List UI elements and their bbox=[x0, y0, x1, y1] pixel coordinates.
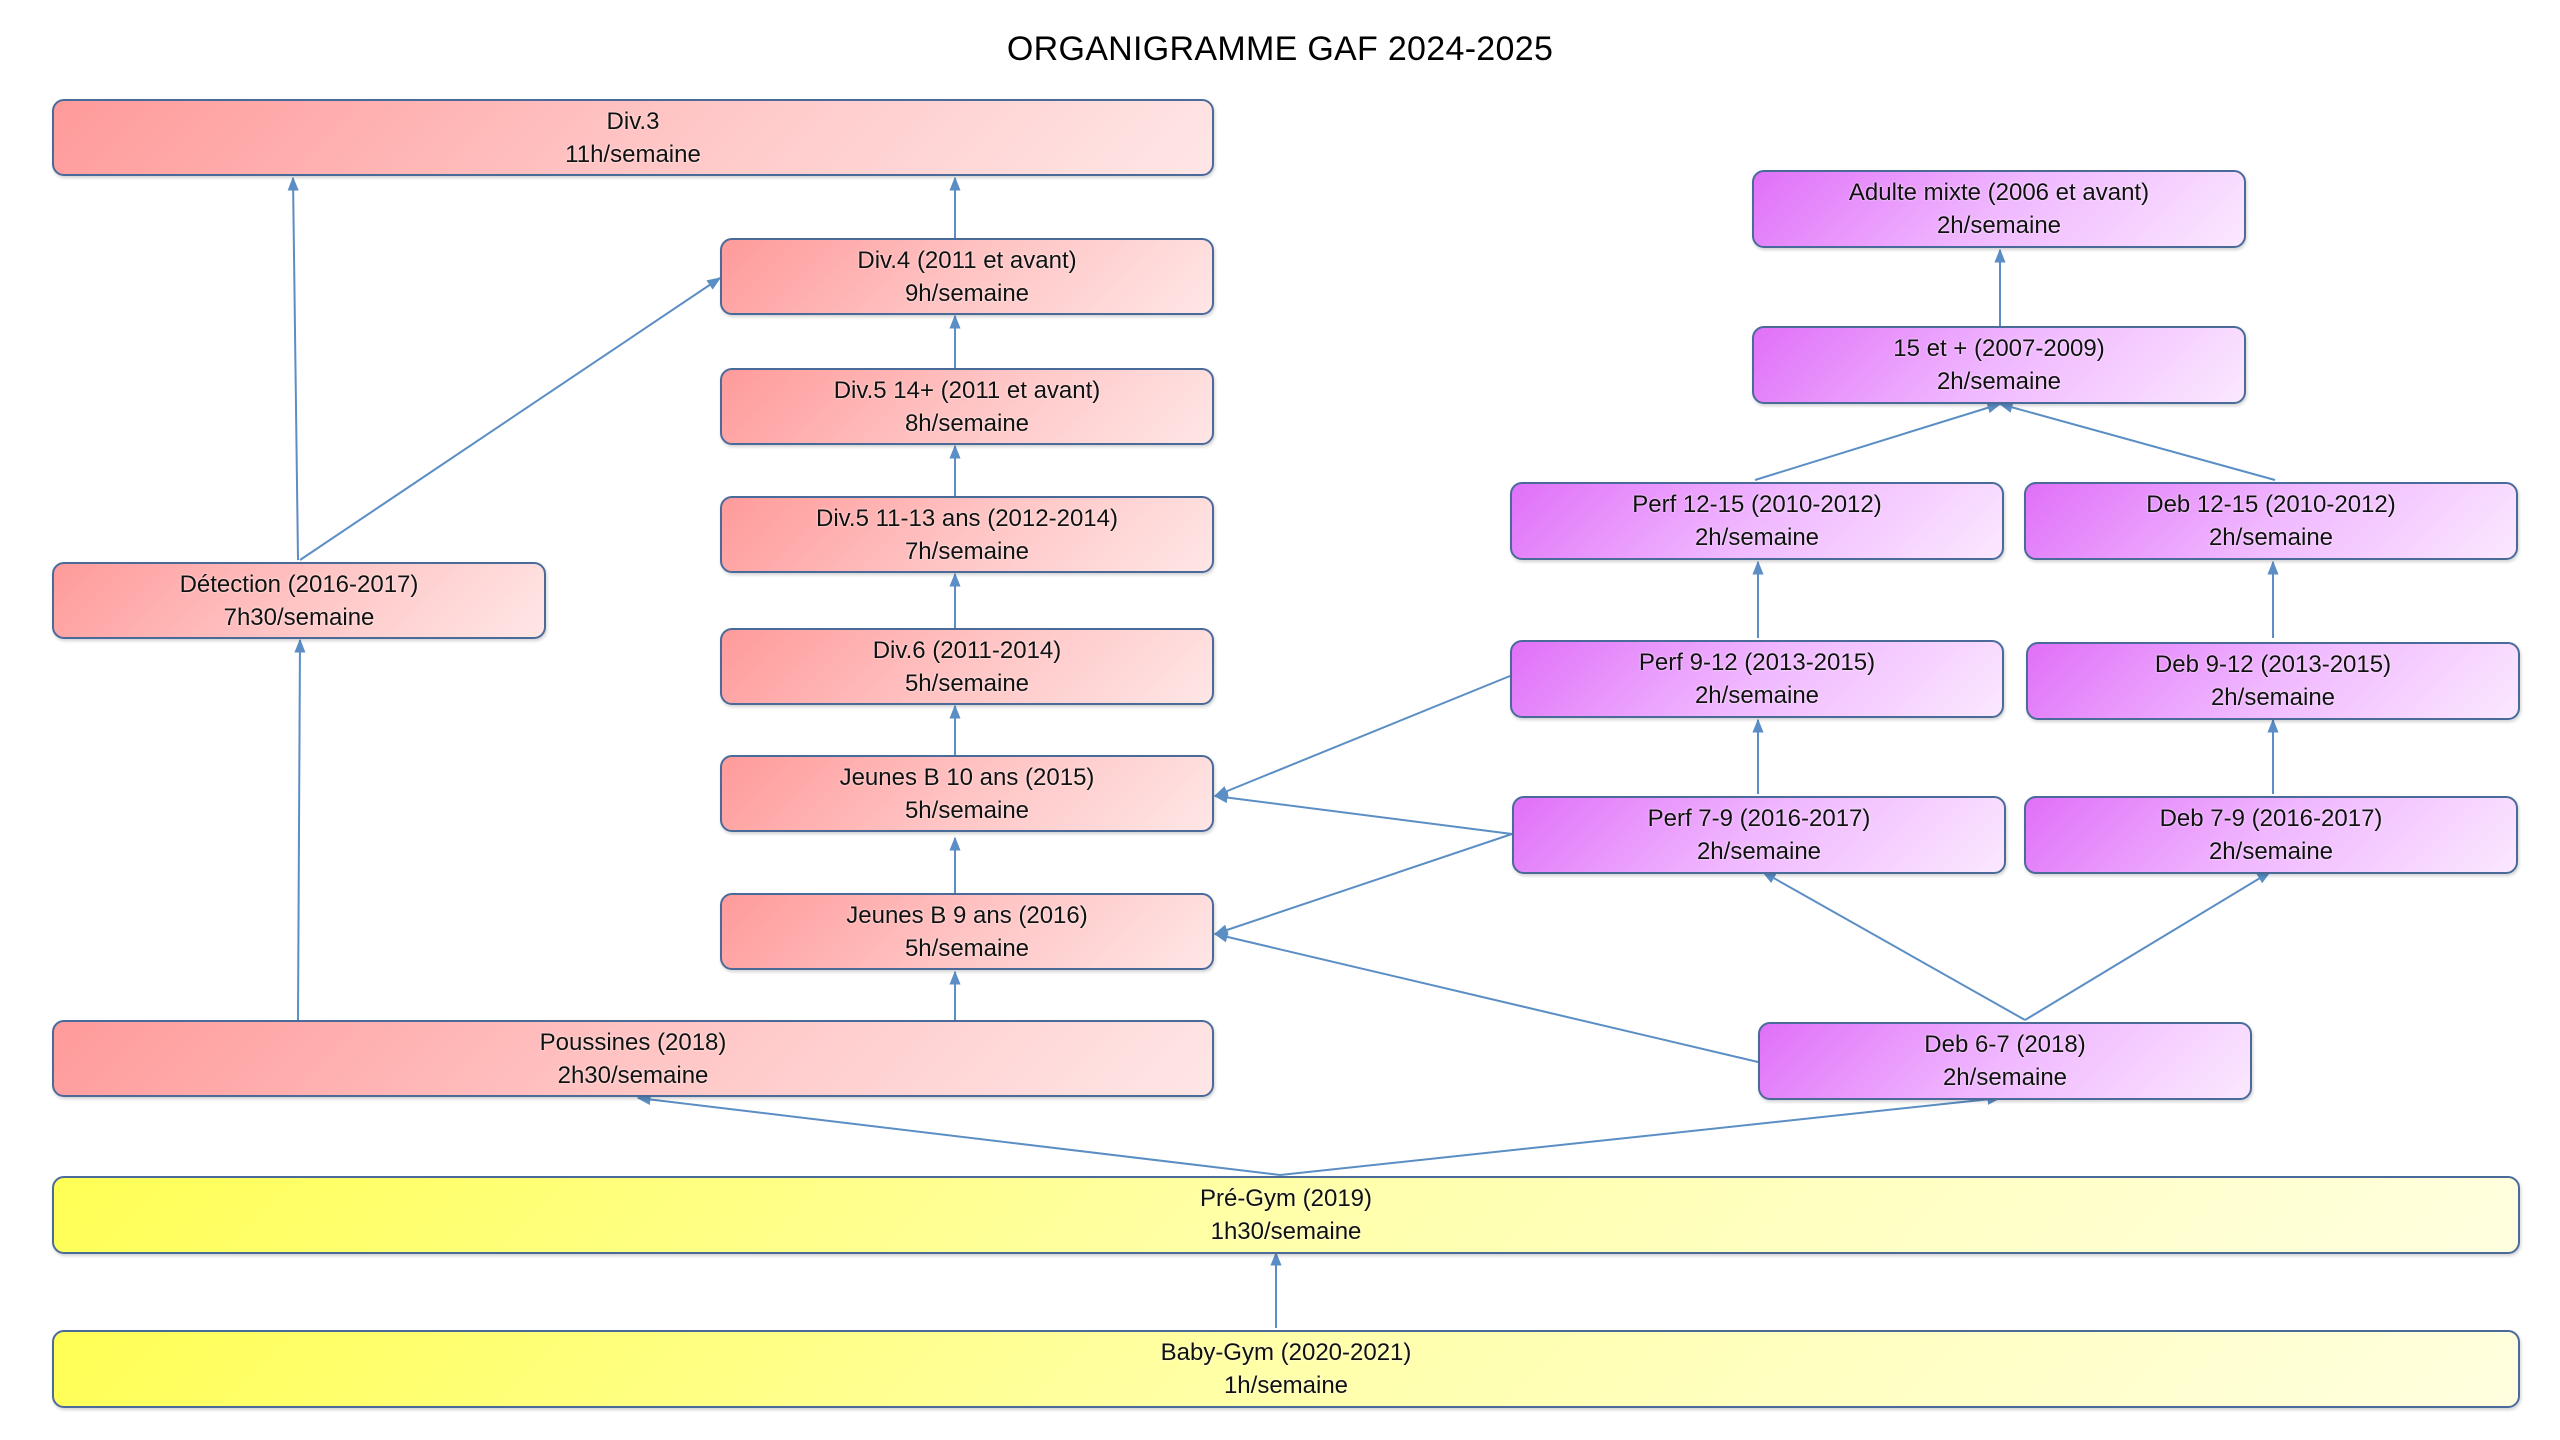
node-hours: 5h/semaine bbox=[904, 669, 1030, 697]
node-jeunes-b-9: Jeunes B 9 ans (2016) 5h/semaine bbox=[720, 893, 1214, 970]
node-hours: 2h/semaine bbox=[1942, 1064, 2068, 1091]
page-title: ORGANIGRAMME GAF 2024-2025 bbox=[1006, 30, 1554, 68]
node-name: Détection (2016-2017) bbox=[179, 570, 419, 598]
arrow-poussines-detection bbox=[294, 638, 306, 1021]
node-hours: 2h30/semaine bbox=[557, 1061, 709, 1089]
arrow-detection-div3 bbox=[287, 176, 299, 561]
node-name: Div.6 (2011-2014) bbox=[872, 636, 1062, 664]
node-perf-7-9: Perf 7-9 (2016-2017) 2h/semaine bbox=[1512, 796, 2006, 874]
node-div6: Div.6 (2011-2014) 5h/semaine bbox=[720, 628, 1214, 705]
node-deb-12-15: Deb 12-15 (2010-2012) 2h/semaine bbox=[2024, 482, 2518, 560]
node-hours: 2h/semaine bbox=[1696, 838, 1822, 865]
arrow-perf79-jeunes10 bbox=[1213, 792, 1513, 835]
node-name: Adulte mixte (2006 et avant) bbox=[1848, 179, 2150, 206]
arrow-deb67-perf79 bbox=[1761, 871, 2026, 1021]
node-poussines: Poussines (2018) 2h30/semaine bbox=[52, 1020, 1214, 1097]
arrow-perf912-jeunes10 bbox=[1213, 675, 1511, 797]
node-name: Div.5 11-13 ans (2012-2014) bbox=[816, 504, 1118, 532]
arrow-deb67-jeunes9 bbox=[1213, 931, 1759, 1063]
node-name: Deb 6-7 (2018) bbox=[1924, 1031, 2086, 1058]
node-name: Pré-Gym (2019) bbox=[1199, 1185, 1373, 1212]
node-jeunes-b-10: Jeunes B 10 ans (2015) 5h/semaine bbox=[720, 755, 1214, 832]
node-deb-7-9: Deb 7-9 (2016-2017) 2h/semaine bbox=[2024, 796, 2518, 874]
arrow-perf79-jeunes9 bbox=[1213, 833, 1513, 936]
node-name: Deb 9-12 (2013-2015) bbox=[2154, 651, 2392, 678]
node-baby-gym: Baby-Gym (2020-2021) 1h/semaine bbox=[52, 1330, 2520, 1408]
node-div5-14: Div.5 14+ (2011 et avant) 8h/semaine bbox=[720, 368, 1214, 445]
node-div3: Div.3 11h/semaine bbox=[52, 99, 1214, 176]
node-hours: 2h/semaine bbox=[1936, 212, 2062, 239]
node-name: Jeunes B 10 ans (2015) bbox=[839, 763, 1095, 791]
node-name: Div.4 (2011 et avant) bbox=[857, 246, 1077, 274]
node-name: Div.5 14+ (2011 et avant) bbox=[833, 376, 1101, 404]
node-hours: 9h/semaine bbox=[904, 279, 1030, 307]
node-name: Div.3 bbox=[606, 107, 660, 135]
node-hours: 7h30/semaine bbox=[223, 603, 375, 631]
node-hours: 1h30/semaine bbox=[1210, 1218, 1362, 1245]
node-hours: 2h/semaine bbox=[2208, 524, 2334, 551]
node-hours: 11h/semaine bbox=[565, 140, 701, 168]
node-perf-9-12: Perf 9-12 (2013-2015) 2h/semaine bbox=[1510, 640, 2004, 718]
node-deb-9-12: Deb 9-12 (2013-2015) 2h/semaine bbox=[2026, 642, 2520, 720]
node-adulte-mixte: Adulte mixte (2006 et avant) 2h/semaine bbox=[1752, 170, 2246, 248]
node-hours: 1h/semaine bbox=[1223, 1372, 1349, 1399]
node-name: Baby-Gym (2020-2021) bbox=[1160, 1339, 1412, 1366]
arrow-pregym-poussines bbox=[636, 1093, 1281, 1176]
node-perf-12-15: Perf 12-15 (2010-2012) 2h/semaine bbox=[1510, 482, 2004, 560]
node-name: Deb 7-9 (2016-2017) bbox=[2159, 805, 2383, 832]
node-hours: 8h/semaine bbox=[904, 409, 1030, 437]
node-hours: 7h/semaine bbox=[904, 537, 1030, 565]
node-div5-11: Div.5 11-13 ans (2012-2014) 7h/semaine bbox=[720, 496, 1214, 573]
node-name: Perf 7-9 (2016-2017) bbox=[1647, 805, 1871, 832]
arrow-detection-div4 bbox=[299, 277, 722, 561]
node-hours: 2h/semaine bbox=[1936, 368, 2062, 395]
node-deb-6-7: Deb 6-7 (2018) 2h/semaine bbox=[1758, 1022, 2252, 1100]
node-name: Jeunes B 9 ans (2016) bbox=[846, 901, 1088, 929]
node-15-et-plus: 15 et + (2007-2009) 2h/semaine bbox=[1752, 326, 2246, 404]
node-hours: 5h/semaine bbox=[904, 934, 1030, 962]
node-pre-gym: Pré-Gym (2019) 1h30/semaine bbox=[52, 1176, 2520, 1254]
node-div4: Div.4 (2011 et avant) 9h/semaine bbox=[720, 238, 1214, 315]
arrow-deb1215-quinze bbox=[1998, 401, 2276, 481]
node-hours: 2h/semaine bbox=[2208, 838, 2334, 865]
node-hours: 2h/semaine bbox=[2210, 684, 2336, 711]
arrow-deb67-deb79 bbox=[2024, 871, 2272, 1021]
node-name: Poussines (2018) bbox=[539, 1028, 727, 1056]
node-hours: 5h/semaine bbox=[904, 796, 1030, 824]
arrow-pregym-deb67 bbox=[1279, 1093, 2002, 1176]
node-name: 15 et + (2007-2009) bbox=[1893, 335, 2105, 362]
node-hours: 2h/semaine bbox=[1694, 524, 1820, 551]
node-name: Perf 12-15 (2010-2012) bbox=[1632, 491, 1882, 518]
node-name: Deb 12-15 (2010-2012) bbox=[2146, 491, 2396, 518]
node-hours: 2h/semaine bbox=[1694, 682, 1820, 709]
node-detection: Détection (2016-2017) 7h30/semaine bbox=[52, 562, 546, 639]
node-name: Perf 9-12 (2013-2015) bbox=[1638, 649, 1876, 676]
arrow-perf1215-quinze bbox=[1754, 402, 2002, 481]
